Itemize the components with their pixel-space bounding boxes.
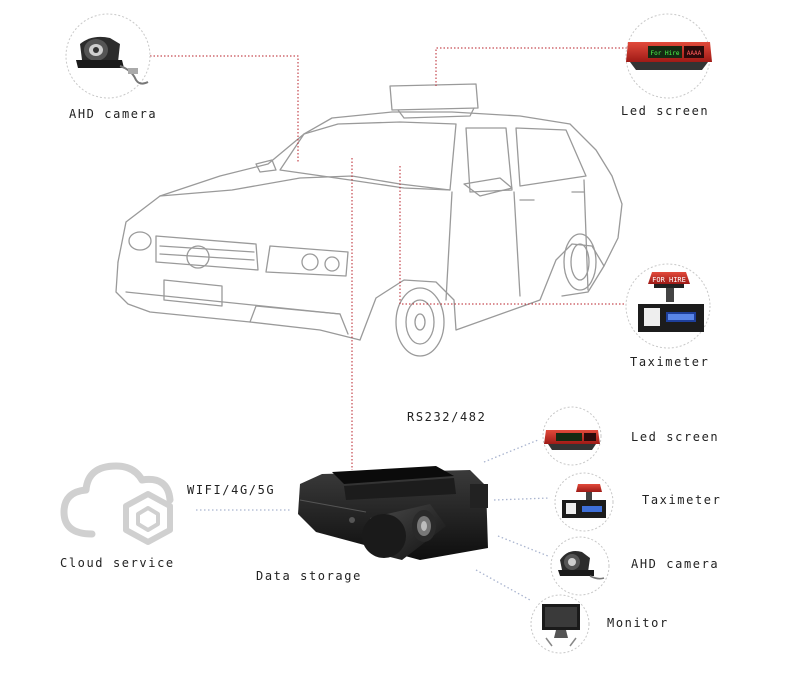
peripheral-monitor-label: Monitor — [607, 616, 669, 630]
cloud-icon — [60, 462, 174, 545]
led-left-text: For Hire — [651, 50, 680, 57]
led-right-text: AAAA — [687, 50, 702, 57]
taximeter-sign-text: FOR HIRE — [652, 276, 686, 284]
ahd-camera-label: AHD camera — [69, 107, 158, 121]
small-led-screen-icon — [544, 430, 600, 450]
cloud-service-label: Cloud service — [60, 556, 175, 570]
ahd-camera-icon — [76, 36, 149, 85]
led-screen-icon: For Hire AAAA — [626, 42, 712, 70]
small-taximeter-icon — [562, 484, 606, 518]
peripheral-led-screen-label: Led screen — [631, 430, 720, 444]
rs232-label: RS232/482 — [407, 410, 487, 424]
data-storage-label: Data storage — [256, 569, 362, 583]
data-storage-device — [298, 466, 488, 560]
taxi-car-outline — [115, 83, 623, 357]
led-screen-label: Led screen — [621, 104, 710, 118]
wireless-label: WIFI/4G/5G — [187, 483, 276, 497]
taximeter-icon: FOR HIRE — [638, 272, 704, 332]
small-ahd-camera-icon — [558, 551, 605, 580]
monitor-icon — [542, 604, 580, 647]
taximeter-label: Taximeter — [630, 355, 710, 369]
peripheral-ahd-camera-label: AHD camera — [631, 557, 720, 571]
blue-connectors — [196, 439, 551, 601]
red-connectors — [150, 47, 628, 470]
peripheral-taximeter-label: Taximeter — [642, 493, 722, 507]
